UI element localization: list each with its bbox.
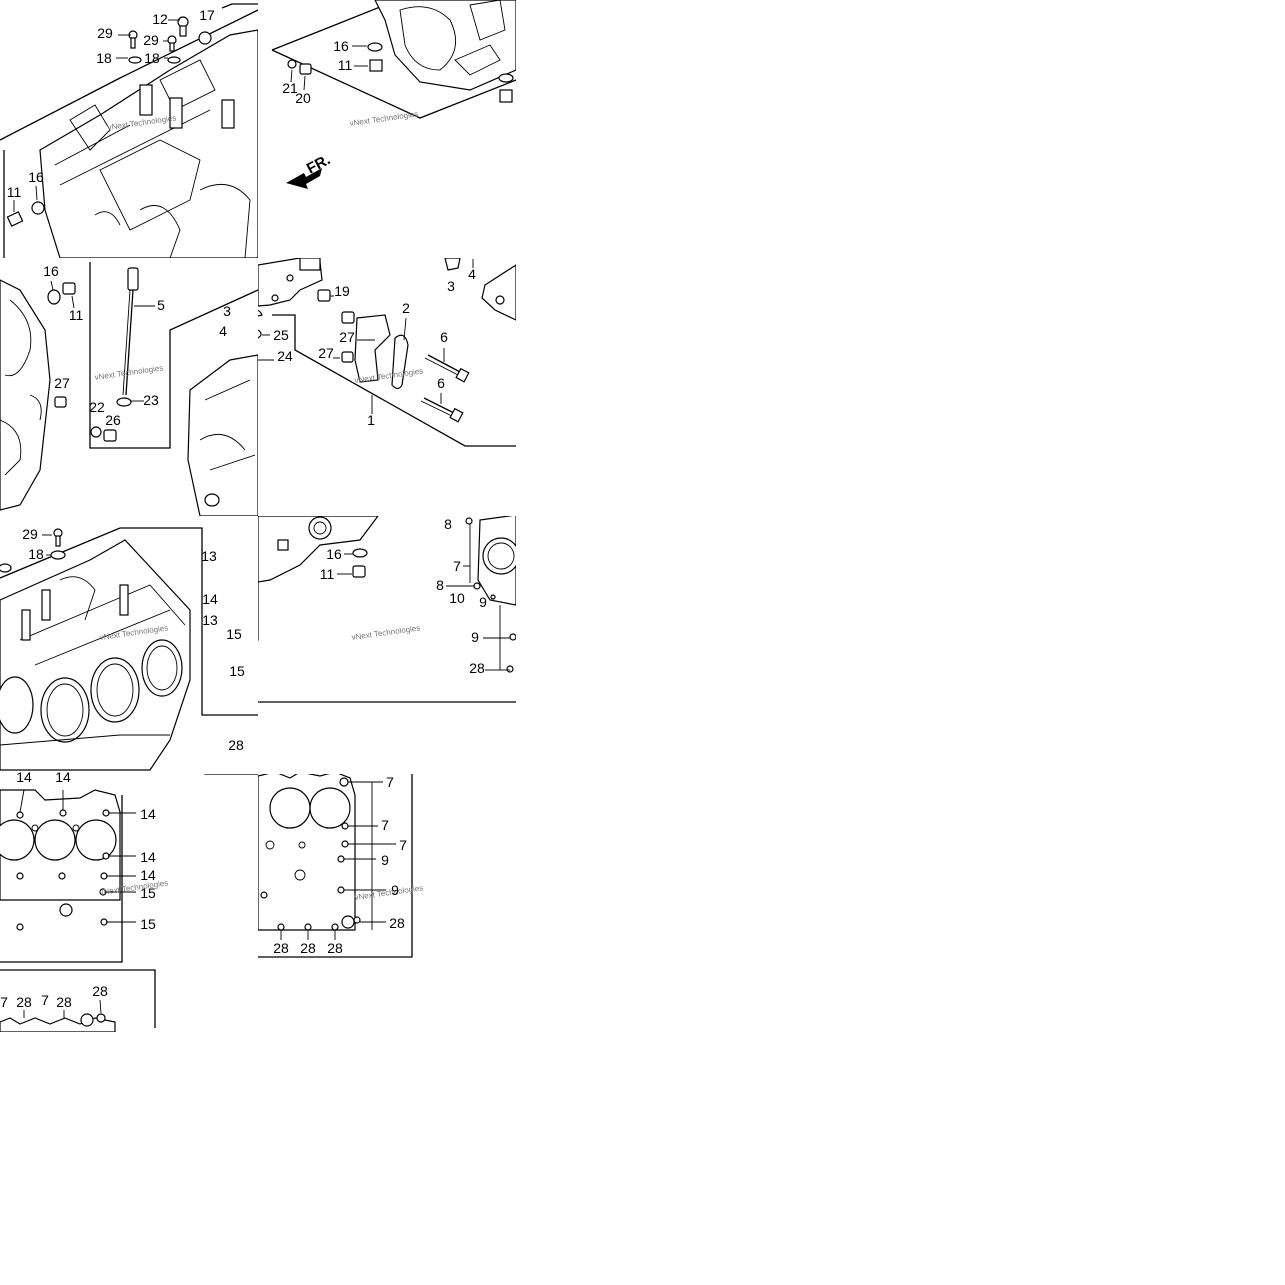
part-callout-9: 9 (471, 629, 479, 645)
part-callout-21: 21 (282, 80, 298, 96)
part-callout-24: 24 (277, 348, 293, 364)
part-callout-9: 9 (381, 852, 389, 868)
part-callout-7: 7 (0, 994, 8, 1010)
part-callout-15: 15 (140, 885, 156, 901)
watermark-text: vNext Technologies (349, 109, 419, 128)
diagram-tile-upper-left: vNext Technologies (0, 3, 258, 258)
diagram-tile-bottom-fragment (0, 969, 156, 1032)
part-callout-15: 15 (140, 916, 156, 932)
part-callout-18: 18 (96, 50, 112, 66)
part-callout-2: 2 (402, 300, 410, 316)
diagram-tile-bottom-left: vNext Technologies (0, 774, 258, 963)
part-callout-29: 29 (143, 32, 159, 48)
part-callout-14: 14 (55, 769, 71, 785)
part-callout-16: 16 (326, 546, 342, 562)
part-callout-28: 28 (16, 994, 32, 1010)
part-callout-29: 29 (97, 25, 113, 41)
part-callout-28: 28 (389, 915, 405, 931)
part-callout-11: 11 (320, 566, 335, 582)
part-callout-8: 8 (436, 577, 444, 593)
part-callout-25: 25 (273, 327, 289, 343)
part-callout-6: 6 (440, 329, 448, 345)
part-callout-28: 28 (273, 940, 289, 956)
watermark-text: vNext Technologies (94, 363, 164, 382)
part-callout-29: 29 (22, 526, 38, 542)
part-callout-28: 28 (228, 737, 244, 753)
part-callout-20: 20 (295, 90, 311, 106)
part-callout-14: 14 (202, 591, 218, 607)
diagram-tile-bottom-center: vNext Technologies (258, 774, 424, 958)
part-callout-16: 16 (43, 263, 59, 279)
part-callout-10: 10 (449, 590, 465, 606)
part-callout-28: 28 (56, 994, 72, 1010)
part-callout-14: 14 (16, 769, 32, 785)
part-callout-11: 11 (7, 184, 22, 200)
part-callout-1: 1 (367, 412, 375, 428)
watermark-text: vNext Technologies (354, 883, 424, 902)
part-callout-23: 23 (143, 392, 159, 408)
part-callout-28: 28 (92, 983, 108, 999)
part-callout-11: 11 (69, 307, 84, 323)
part-callout-14: 14 (140, 806, 156, 822)
watermark-text: vNext Technologies (351, 623, 421, 642)
part-callout-4: 4 (468, 266, 476, 282)
part-callout-16: 16 (28, 169, 44, 185)
diagram-tile-lower-center: vNext Technologies (258, 516, 516, 703)
part-callout-4: 4 (219, 323, 227, 339)
part-callout-13: 13 (201, 548, 217, 564)
part-callout-6: 6 (437, 375, 445, 391)
part-callout-26: 26 (105, 412, 121, 428)
part-callout-3: 3 (223, 303, 231, 319)
part-callout-28: 28 (300, 940, 316, 956)
part-callout-27: 27 (54, 375, 70, 391)
part-callout-14: 14 (140, 849, 156, 865)
part-callout-27: 27 (318, 345, 334, 361)
part-callout-7: 7 (399, 837, 407, 853)
part-callout-15: 15 (229, 663, 245, 679)
part-callout-7: 7 (386, 774, 394, 790)
part-callout-28: 28 (469, 660, 485, 676)
diagram-tile-lower-left: vNext Technologies (0, 527, 258, 771)
part-callout-22: 22 (89, 399, 105, 415)
part-callout-9: 9 (479, 594, 487, 610)
part-callout-7: 7 (381, 817, 389, 833)
part-callout-8: 8 (444, 516, 452, 532)
part-callout-27: 27 (339, 329, 355, 345)
part-callout-16: 16 (333, 38, 349, 54)
front-marker: FR. (304, 151, 333, 177)
part-callout-14: 14 (140, 867, 156, 883)
part-callout-17: 17 (199, 7, 215, 23)
diagram-tile-center: vNext Technologies (258, 258, 516, 447)
part-callout-19: 19 (334, 283, 350, 299)
part-callout-11: 11 (338, 57, 353, 73)
part-callout-3: 3 (447, 278, 455, 294)
part-callout-7: 7 (41, 992, 49, 1008)
diagram-tile-middle-left: vNext Technologies (0, 262, 258, 516)
part-callout-28: 28 (327, 940, 343, 956)
part-callout-9: 9 (391, 882, 399, 898)
part-callout-7: 7 (453, 558, 461, 574)
part-callout-15: 15 (226, 626, 242, 642)
part-callout-5: 5 (157, 297, 165, 313)
part-callout-13: 13 (202, 612, 218, 628)
part-callout-18: 18 (144, 50, 160, 66)
part-callout-18: 18 (28, 546, 44, 562)
part-callout-12: 12 (152, 11, 168, 27)
